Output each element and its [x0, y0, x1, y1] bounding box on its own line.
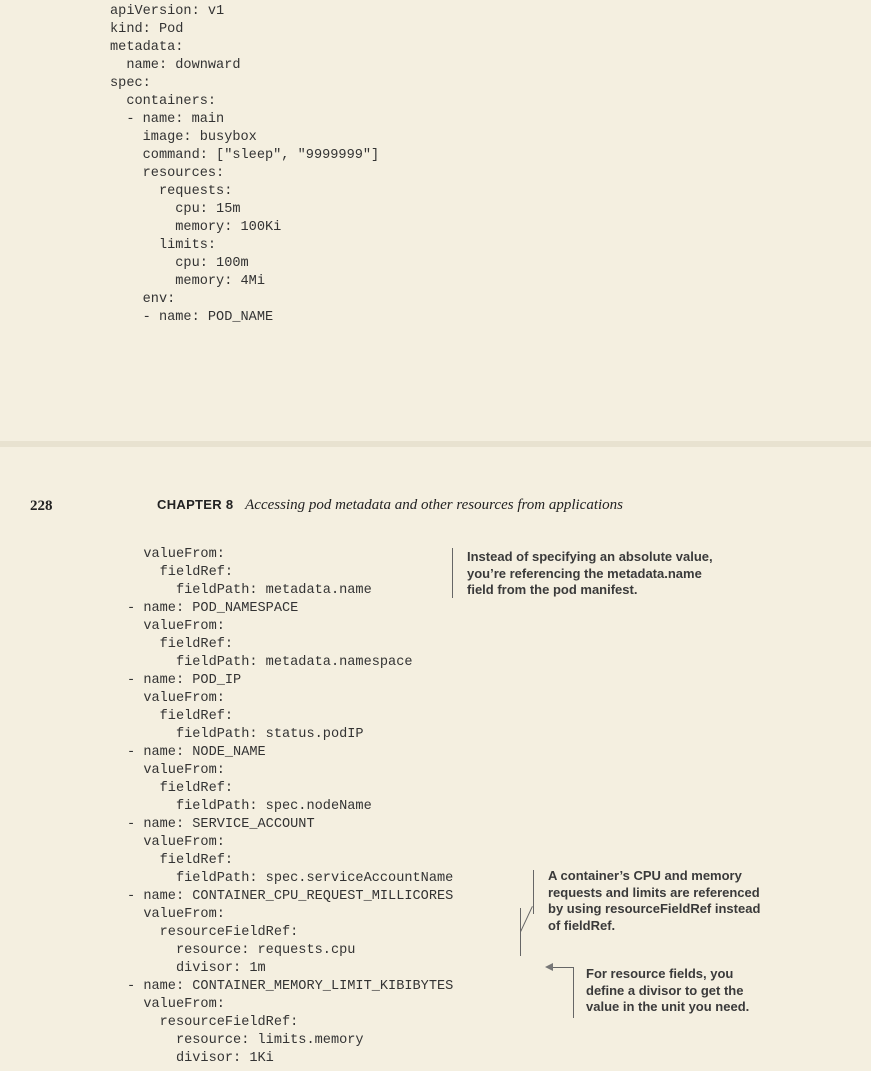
annotation-resource-bar — [533, 870, 534, 914]
annotation-divisor-arrow-icon — [545, 963, 553, 971]
annotation-field-ref-bar — [452, 548, 453, 598]
annotation-divisor: For resource fields, you define a diviso… — [586, 966, 750, 1014]
running-head: CHAPTER 8 Accessing pod metadata and oth… — [157, 497, 623, 514]
page-separator — [0, 441, 871, 447]
annotation-resource-diagonal — [520, 906, 533, 932]
annotation-field-ref: Instead of specifying an absolute value,… — [467, 549, 713, 597]
code-listing-bottom: valueFrom: fieldRef: fieldPath: metadata… — [127, 547, 454, 1066]
annotation-resource-connector — [520, 908, 521, 956]
annotation-divisor-bar — [573, 967, 574, 1018]
page-number: 228 — [30, 498, 53, 514]
chapter-title: Accessing pod metadata and other resourc… — [245, 497, 624, 513]
annotation-divisor-arrow-line — [553, 967, 573, 968]
annotation-resource-field-ref: A container’s CPU and memory requests an… — [548, 868, 761, 933]
code-listing-top: apiVersion: v1 kind: Pod metadata: name:… — [110, 4, 380, 325]
chapter-label: CHAPTER 8 — [157, 497, 234, 512]
